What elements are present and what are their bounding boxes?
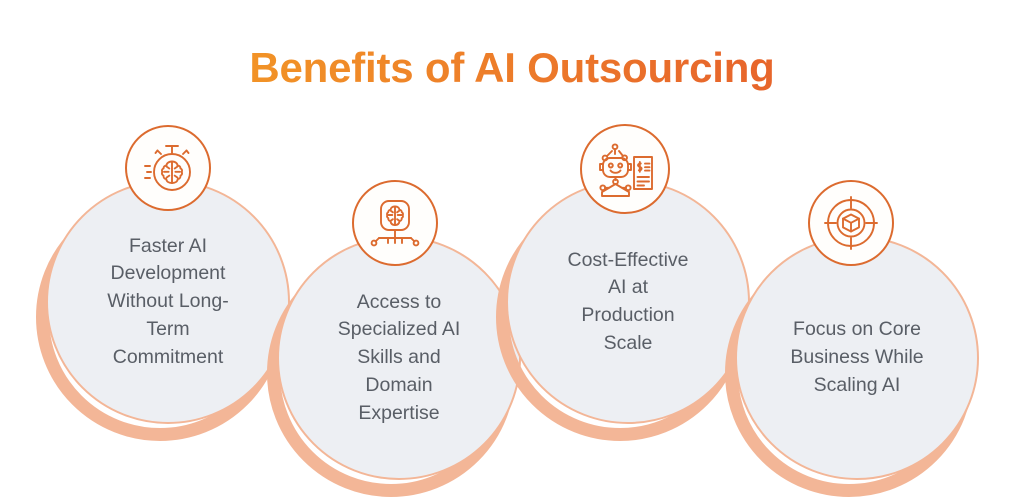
- benefit-label-1: Faster AI Development Without Long- Term…: [107, 234, 229, 368]
- disc-2: Access to Specialized AI Skills and Doma…: [277, 236, 521, 480]
- benefit-card-2: Access to Specialized AI Skills and Doma…: [267, 236, 527, 497]
- benefit-label-2: Access to Specialized AI Skills and Doma…: [337, 290, 461, 424]
- benefit-card-4: Focus on Core Business While Scaling AI: [725, 236, 985, 497]
- benefit-label-4: Focus on Core Business While Scaling AI: [790, 318, 924, 396]
- benefit-card-3: Cost-Effective AI at Production Scale: [496, 180, 756, 441]
- disc-4: Focus on Core Business While Scaling AI: [735, 236, 979, 480]
- target-cube-icon: [808, 180, 894, 266]
- stopwatch-brain-icon: [125, 125, 211, 211]
- robot-invoice-icon: [580, 124, 670, 214]
- page-title: Benefits of AI Outsourcing: [0, 44, 1024, 92]
- benefit-card-1: Faster AI Development Without Long- Term…: [36, 180, 296, 441]
- benefit-label-3: Cost-Effective AI at Production Scale: [567, 248, 689, 354]
- brain-chip-circuit-icon: [352, 180, 438, 266]
- disc-3: Cost-Effective AI at Production Scale: [506, 180, 750, 424]
- disc-1: Faster AI Development Without Long- Term…: [46, 180, 290, 424]
